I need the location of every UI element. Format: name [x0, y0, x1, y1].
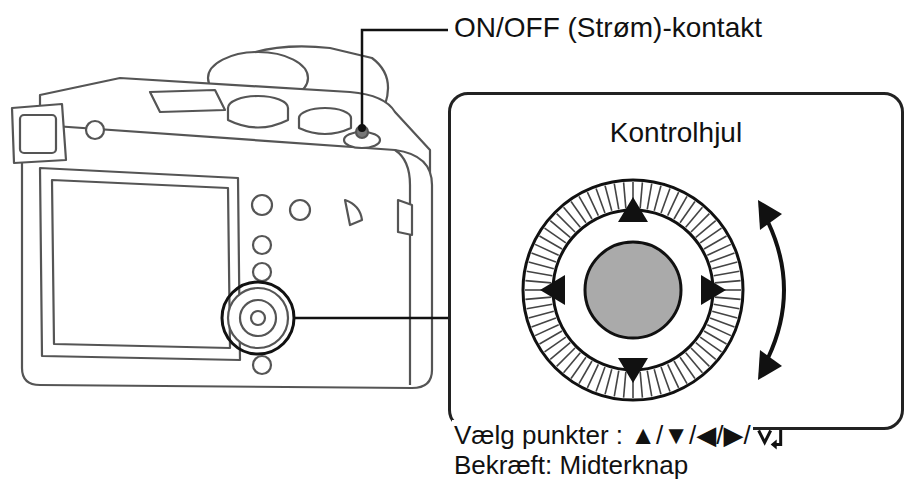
- instruction-text: Vælg punkter : ▲/▼/◀/▶/: [452, 420, 753, 451]
- instruction-text: Bekræft: Midterknap: [452, 450, 690, 481]
- camera-body: [12, 46, 432, 388]
- callout-box: Kontrolhjul: [448, 92, 904, 430]
- part-label: ON/OFF (Strøm)-kontakt: [452, 12, 764, 44]
- rotate-icon: [759, 429, 781, 450]
- leader-dot: [358, 124, 366, 132]
- leader-line: [294, 317, 448, 320]
- control-wheel: [523, 180, 743, 400]
- leader-line: [362, 30, 448, 128]
- box-heading: Kontrolhjul: [451, 117, 901, 149]
- highlight-circle: [222, 282, 294, 354]
- rotate-arrow: [758, 200, 784, 380]
